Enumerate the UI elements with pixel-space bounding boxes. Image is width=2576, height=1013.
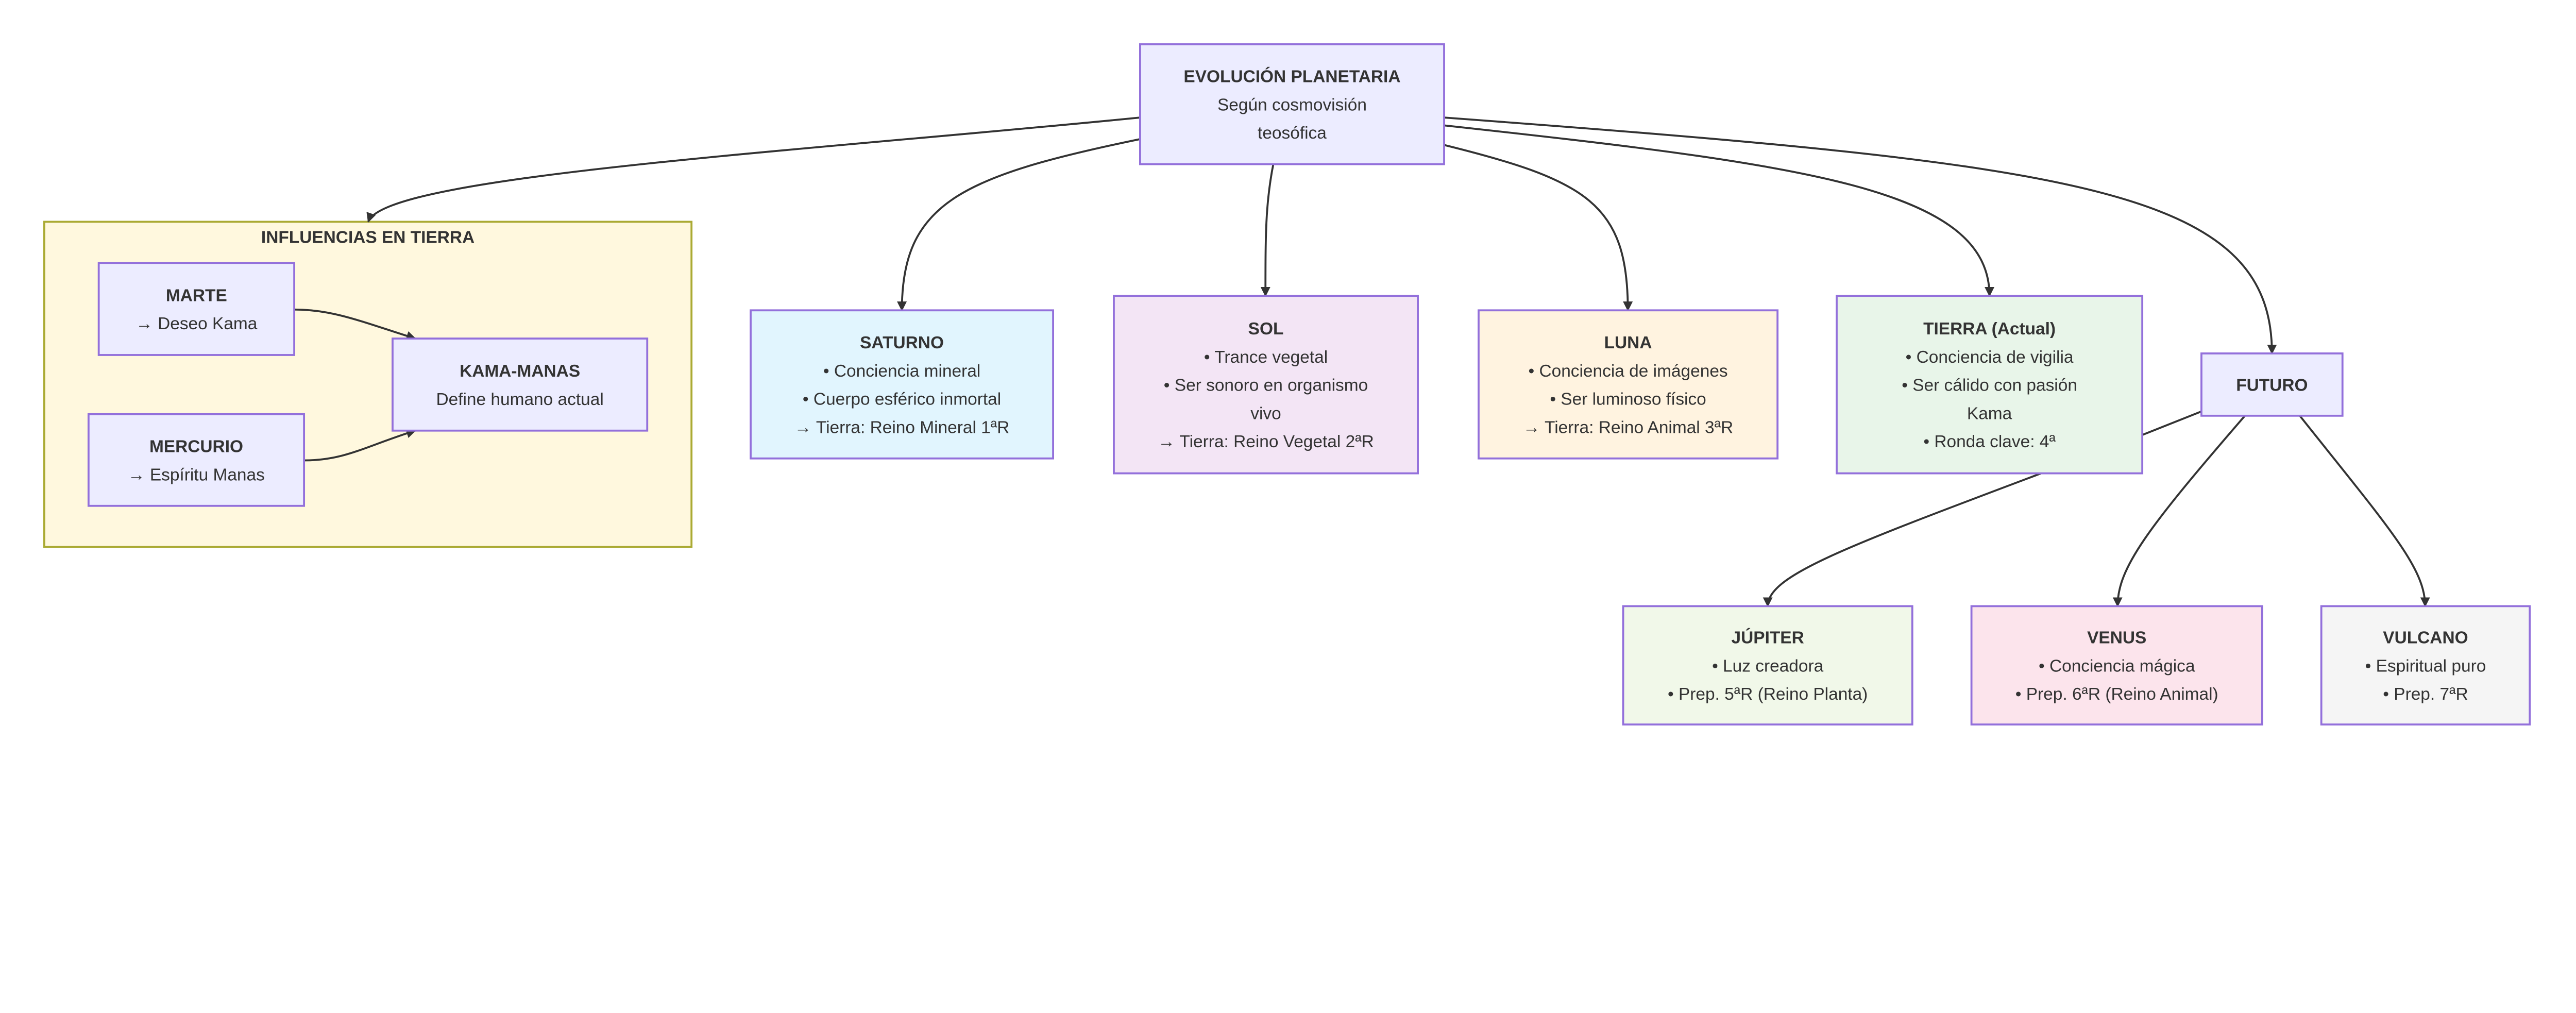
node-title: KAMA-MANAS: [460, 362, 580, 381]
node-marte[interactable]: MARTE → Deseo Kama: [97, 262, 295, 356]
node-line: vivo: [1250, 404, 1281, 423]
node-line: Kama: [1967, 404, 2012, 423]
edge-evolucion-influencias: [366, 116, 1141, 223]
node-box: [1970, 605, 2263, 725]
nodes: EVOLUCIÓN PLANETARIA Según cosmovisión teo…: [87, 43, 2531, 725]
node-line: → Tierra: Reino Vegetal 2ªR: [1158, 432, 1374, 451]
node-vulcano[interactable]: VULCANO • Espiritual puro • Prep. 7ªR: [2320, 605, 2531, 725]
node-line: • Prep. 7ªR: [2383, 685, 2468, 704]
node-title: VENUS: [2087, 629, 2146, 648]
cluster-label: INFLUENCIAS EN TIERRA: [261, 228, 474, 247]
node-title: VULCANO: [2383, 629, 2468, 648]
edge-futuro-jupiter: [1768, 410, 2202, 606]
node-box: [1836, 295, 2144, 475]
edge-evolucion-tierra: [1444, 124, 1995, 297]
node-line: • Conciencia mágica: [2039, 656, 2195, 676]
node-line: • Ronda clave: 4ª: [1923, 432, 2056, 451]
node-title: LUNA: [1604, 333, 1652, 352]
node-box: [392, 337, 649, 432]
node-line: • Espiritual puro: [2365, 656, 2486, 676]
edge-evolucion-sol: [1260, 164, 1275, 297]
node-title: TIERRA (Actual): [1923, 319, 2056, 339]
node-line: • Trance vegetal: [1204, 348, 1328, 367]
node-evolucion[interactable]: EVOLUCIÓN PLANETARIA Según cosmovisión teo…: [1139, 43, 1445, 165]
node-line: Define humano actual: [436, 390, 603, 409]
node-kamamanas[interactable]: KAMA-MANAS Define humano actual: [392, 337, 649, 432]
node-line: • Ser cálido con pasión: [1902, 376, 2077, 395]
node-luna[interactable]: LUNA • Conciencia de imágenes • Ser lumino…: [1478, 309, 1779, 460]
node-line: • Luz creadora: [1712, 656, 1824, 676]
edge-evolucion-saturno: [897, 138, 1141, 312]
node-saturno[interactable]: SATURNO • Conciencia mineral • Cuerpo esfé…: [750, 309, 1054, 460]
node-sol[interactable]: SOL • Trance vegetal • Ser sonoro en organ…: [1113, 295, 1419, 475]
node-line: • Conciencia de vigilia: [1906, 348, 2074, 367]
node-title: EVOLUCIÓN PLANETARIA: [1183, 67, 1400, 87]
node-jupiter[interactable]: JÚPITER • Luz creadora • Prep. 5ªR (Reino …: [1622, 605, 1913, 725]
edge-evolucion-futuro: [1444, 116, 2277, 354]
node-line: → Deseo Kama: [135, 314, 257, 333]
node-line: • Prep. 5ªR (Reino Planta): [1668, 685, 1868, 704]
node-line: • Cuerpo esférico inmortal: [803, 390, 1001, 409]
node-line: → Espíritu Manas: [128, 465, 265, 484]
node-line: Según cosmovisión: [1217, 95, 1367, 114]
node-title: MERCURIO: [149, 437, 243, 457]
node-futuro[interactable]: FUTURO: [2200, 352, 2344, 417]
node-box: [1478, 309, 1779, 460]
node-line: • Conciencia mineral: [823, 362, 980, 381]
node-box: [2200, 352, 2344, 417]
node-venus[interactable]: VENUS • Conciencia mágica • Prep. 6ªR (Rei…: [1970, 605, 2263, 725]
node-line: • Ser luminoso físico: [1550, 390, 1706, 409]
node-line: → Tierra: Reino Animal 3ªR: [1523, 418, 1733, 437]
node-box: [1139, 43, 1445, 165]
node-title: JÚPITER: [1732, 628, 1804, 648]
node-box: [1622, 605, 1913, 725]
node-title: SATURNO: [860, 333, 944, 352]
node-title: MARTE: [166, 286, 227, 305]
node-box: [97, 262, 295, 356]
edge-evolucion-luna: [1444, 144, 1633, 312]
edge-futuro-vulcano: [2299, 415, 2430, 607]
node-line: → Tierra: Reino Mineral 1ªR: [794, 418, 1009, 437]
edge-futuro-venus: [2112, 415, 2246, 607]
flowchart: INFLUENCIAS EN TIERRA EVOLUCIÓN PLANETAR…: [43, 43, 2531, 725]
node-line: • Prep. 6ªR (Reino Animal): [2015, 685, 2218, 704]
node-line: • Conciencia de imágenes: [1528, 362, 1727, 381]
node-box: [1113, 295, 1419, 475]
node-line: teosófica: [1258, 124, 1327, 143]
node-tierra[interactable]: TIERRA (Actual) • Conciencia de vigilia • …: [1836, 295, 2144, 475]
node-line: • Ser sonoro en organismo: [1164, 376, 1368, 395]
edge-marte-kamamanas: [294, 308, 416, 341]
node-box: [87, 413, 306, 507]
node-box: [750, 309, 1054, 460]
node-title: FUTURO: [2236, 376, 2308, 395]
edges: [294, 116, 2430, 607]
node-title: SOL: [1248, 319, 1284, 339]
edge-mercurio-kamamanas: [304, 428, 416, 462]
node-box: [2320, 605, 2531, 725]
node-mercurio[interactable]: MERCURIO → Espíritu Manas: [87, 413, 306, 507]
